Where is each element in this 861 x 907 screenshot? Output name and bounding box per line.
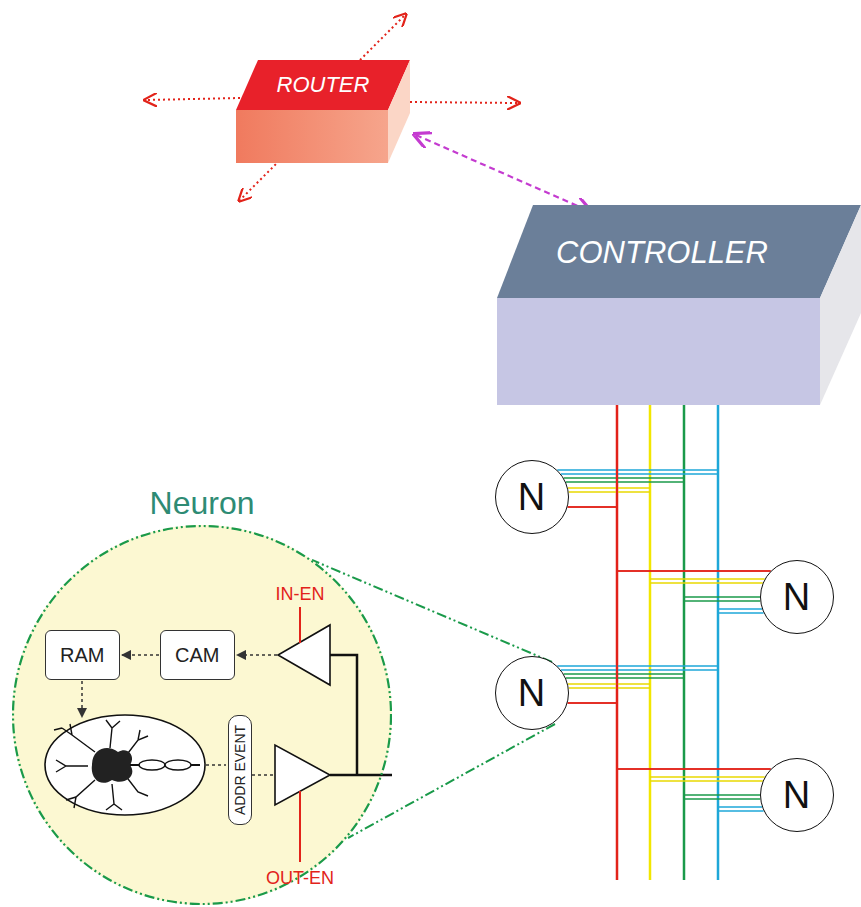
bus-branches xyxy=(557,470,770,811)
neuron-ground xyxy=(12,525,392,905)
neuron-node: N xyxy=(495,656,569,730)
address-event-box: ADDR EVENT xyxy=(228,715,252,825)
node-label: CAM xyxy=(175,645,219,665)
connector xyxy=(122,654,159,656)
connector xyxy=(568,405,617,507)
node-label: ROUTER xyxy=(277,74,370,96)
router-link-arrows xyxy=(146,15,518,200)
neuron-node: N xyxy=(760,758,834,832)
connector xyxy=(617,405,771,769)
node-label: RAM xyxy=(60,645,104,665)
neuron-node: N xyxy=(760,560,834,634)
node-label: N xyxy=(518,478,545,516)
neuron-cell xyxy=(45,715,205,815)
neuron-node: N xyxy=(495,460,569,534)
router-box: ROUTER xyxy=(236,60,410,163)
node-label: N xyxy=(783,578,810,616)
signal-name: OUT-EN xyxy=(266,869,334,887)
controller-box: CONTROLLER xyxy=(497,205,861,405)
node-label: N xyxy=(518,674,545,712)
connector xyxy=(416,135,589,211)
zoom-heading: Neuron xyxy=(150,487,255,519)
node-label: N xyxy=(783,776,810,814)
node-label: ADDR EVENT xyxy=(233,725,247,815)
enable-ticks xyxy=(299,607,301,862)
controller-3d-shape xyxy=(497,205,861,405)
connector xyxy=(568,405,617,703)
bus-lines xyxy=(617,405,718,880)
memory-box: CAM xyxy=(160,630,235,680)
memory-box: RAM xyxy=(45,630,120,680)
node-label: CONTROLLER xyxy=(556,237,768,268)
signal-name: IN-EN xyxy=(276,585,325,603)
io-wires xyxy=(330,655,392,775)
neuron-zoom-circle: NeuronRAMCAMADDR EVENT xyxy=(12,525,392,905)
buffer-triangles xyxy=(275,625,330,805)
connector xyxy=(617,405,771,571)
neuron-zoom-outline xyxy=(12,525,392,905)
